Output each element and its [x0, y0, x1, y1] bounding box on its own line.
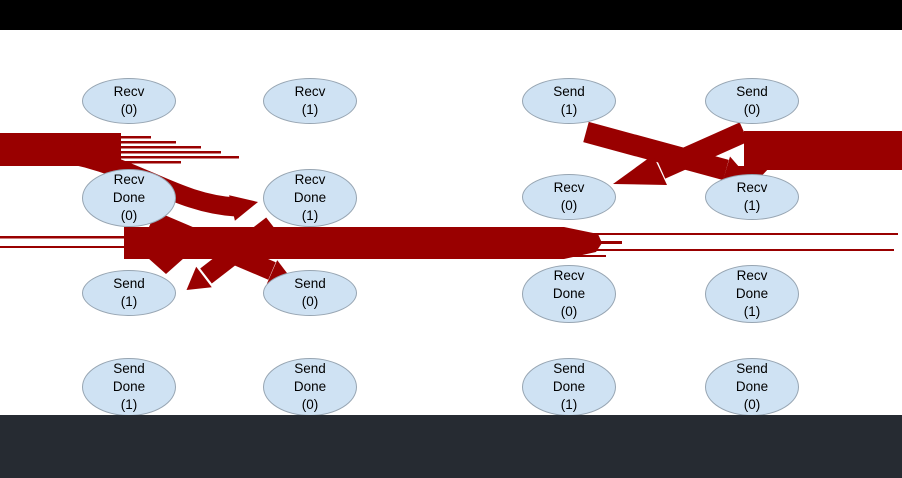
graph-node-recvdone-0-g1: Recv Done (0) [82, 169, 176, 227]
node-label-line: (0) [560, 304, 578, 319]
arrow-feather [0, 246, 125, 248]
node-label-line: (1) [560, 102, 578, 117]
node-label-line: (0) [560, 198, 578, 213]
node-label-line: Done [293, 190, 327, 205]
node-label-line: Send [294, 276, 326, 291]
node-label-line: Recv [736, 268, 768, 283]
arrow-feather [121, 146, 201, 149]
node-label-line: Done [293, 379, 327, 394]
node-label-line: Done [735, 286, 769, 301]
arrow-feather [564, 249, 894, 251]
arrowhead-down [148, 258, 184, 274]
arrow-feather [121, 141, 176, 144]
node-label-line: Send [113, 361, 145, 376]
graph-node-senddone-1-g2: Send Done (1) [522, 358, 616, 416]
arrow-feather [121, 161, 181, 164]
node-label-line: Send [553, 84, 585, 99]
graph-node-recv-1-g2: Recv (1) [705, 174, 799, 220]
node-label-line: (0) [120, 208, 138, 223]
arrow-send0-recv0 [656, 122, 749, 179]
node-label-line: Recv [553, 268, 585, 283]
arrow-band-middle [124, 227, 564, 259]
node-label-line: (0) [301, 294, 319, 309]
node-label-line: Send [294, 361, 326, 376]
graph-node-recvdone-1-g2: Recv Done (1) [705, 265, 799, 323]
graph-node-senddone-0-g1: Send Done (0) [263, 358, 357, 416]
graph-node-send-1-g1: Send (1) [82, 270, 176, 316]
arrow-send1-recv1 [583, 121, 729, 181]
node-label-line: (1) [743, 304, 761, 319]
node-label-line: Done [112, 379, 146, 394]
top-bar [0, 0, 902, 30]
node-label-line: Done [552, 379, 586, 394]
node-label-line: Recv [113, 84, 145, 99]
graph-node-send-1-g2: Send (1) [522, 78, 616, 124]
graph-node-senddone-0-g2: Send Done (0) [705, 358, 799, 416]
node-label-line: (1) [560, 397, 578, 412]
graph-node-recvdone-0-g2: Recv Done (0) [522, 265, 616, 323]
arrow-feather [564, 255, 606, 257]
graph-node-recvdone-1-g1: Recv Done (1) [263, 169, 357, 227]
node-label-line: (0) [743, 397, 761, 412]
arrowhead-send1 [186, 266, 212, 290]
node-label-line: Done [735, 379, 769, 394]
arrowhead-recvdone1 [229, 195, 258, 221]
node-label-line: Done [552, 286, 586, 301]
node-label-line: Recv [294, 172, 326, 187]
node-label-line: (1) [301, 102, 319, 117]
graph-node-recv-1-g1: Recv (1) [263, 78, 357, 124]
arrow-feather [564, 241, 622, 244]
arrow-feather [121, 136, 151, 139]
node-label-line: Recv [553, 180, 585, 195]
graph-node-send-0-g2: Send (0) [705, 78, 799, 124]
node-label-line: (1) [120, 294, 138, 309]
node-label-line: (0) [743, 102, 761, 117]
arrow-feather [564, 233, 898, 235]
arrowhead-recv0-big [613, 155, 667, 185]
node-label-line: (0) [301, 397, 319, 412]
graph-node-recv-0-g2: Recv (0) [522, 174, 616, 220]
arrow-feather [0, 236, 125, 239]
node-label-line: Recv [294, 84, 326, 99]
node-label-line: (1) [120, 397, 138, 412]
node-label-line: Recv [736, 180, 768, 195]
node-label-line: (1) [301, 208, 319, 223]
graph-node-recv-0-g1: Recv (0) [82, 78, 176, 124]
arrow-band-right [744, 131, 902, 170]
node-label-line: Done [112, 190, 146, 205]
node-label-line: Send [553, 361, 585, 376]
node-label-line: Send [113, 276, 145, 291]
graph-node-senddone-1-g1: Send Done (1) [82, 358, 176, 416]
node-label-line: Send [736, 361, 768, 376]
bottom-bar [0, 415, 902, 478]
arrow-feather [121, 151, 221, 154]
graph-node-send-0-g1: Send (0) [263, 270, 357, 316]
arrow-feather [121, 156, 239, 159]
node-label-line: (1) [743, 198, 761, 213]
node-label-line: Recv [113, 172, 145, 187]
node-label-line: Send [736, 84, 768, 99]
node-label-line: (0) [120, 102, 138, 117]
